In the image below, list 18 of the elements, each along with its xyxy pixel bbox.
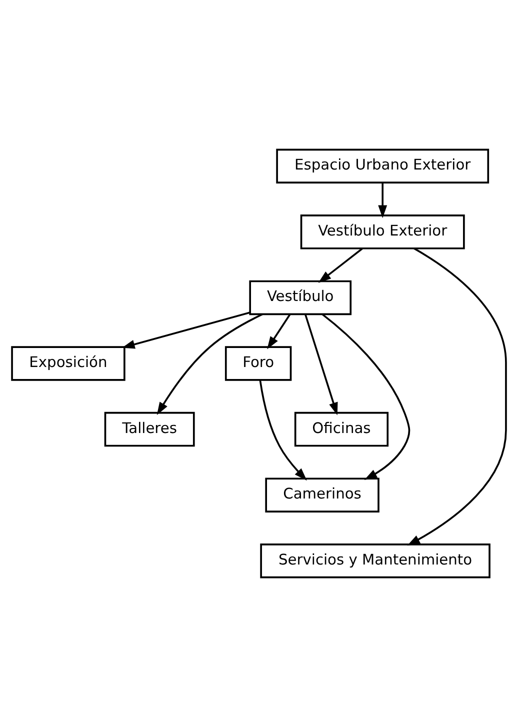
node-box: Servicios y Mantenimiento (260, 544, 490, 578)
node-box: Vestíbulo (249, 280, 352, 316)
arrow (407, 248, 507, 546)
arrow (322, 313, 410, 480)
arrow (259, 380, 307, 481)
node-box: Camerinos (265, 478, 380, 512)
arrow (122, 312, 250, 349)
arrow (318, 248, 363, 283)
arrow (304, 314, 338, 416)
node-box: Vestíbulo Exterior (300, 214, 465, 250)
arrow (378, 182, 388, 218)
node-box: Espacio Urbano Exterior (276, 148, 490, 184)
arrow (156, 314, 263, 416)
node-box: Exposición (11, 346, 126, 381)
node-box: Talleres (104, 412, 195, 447)
node-box: Foro (224, 346, 292, 381)
node-box: Oficinas (294, 412, 389, 447)
arrow (267, 314, 291, 350)
